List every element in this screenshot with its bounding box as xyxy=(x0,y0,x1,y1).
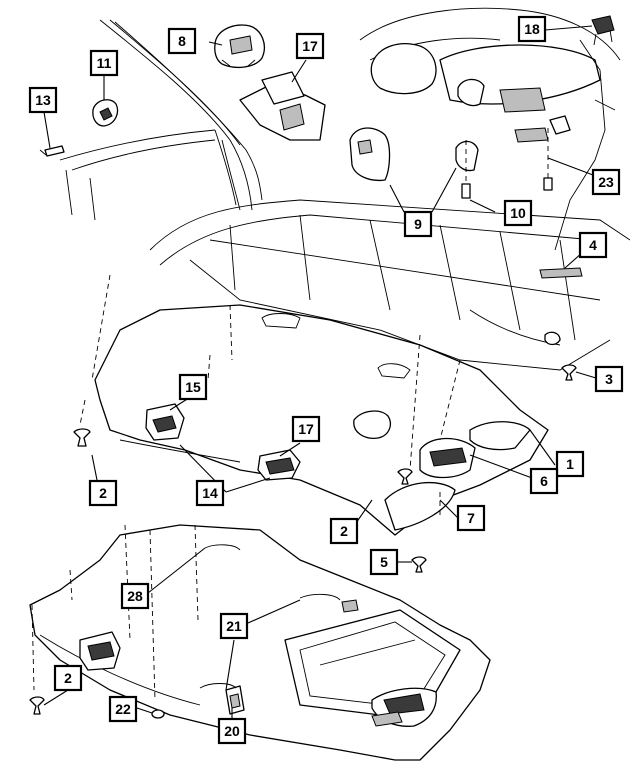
callout-14-label: 14 xyxy=(202,485,218,501)
callout-6-label: 6 xyxy=(540,473,548,489)
callout-7: 7 xyxy=(456,504,486,532)
callout-23: 23 xyxy=(591,168,621,196)
callout-15-right-label: 17 xyxy=(298,421,314,437)
clip-part-18 xyxy=(591,15,615,46)
callout-22-label: 22 xyxy=(115,701,131,717)
callout-17: 17 xyxy=(295,32,325,60)
callout-20-label: 20 xyxy=(224,723,240,739)
callout-20: 20 xyxy=(217,717,247,745)
callout-5-label: 5 xyxy=(380,554,388,570)
clip-part-11 xyxy=(92,99,119,127)
callout-3-label: 3 xyxy=(605,371,613,387)
bracket-part-17 xyxy=(239,71,326,141)
headliner-upper xyxy=(94,304,549,536)
callout-11-label: 11 xyxy=(97,55,112,71)
callout-18-label: 18 xyxy=(524,21,540,37)
pushpins-upper xyxy=(73,364,577,573)
callout-2-bottom: 2 xyxy=(53,664,83,692)
pushpins-lower xyxy=(29,696,165,719)
callout-23-label: 23 xyxy=(598,174,614,190)
callout-28-label: 28 xyxy=(127,588,143,604)
screw-part-13 xyxy=(39,145,65,157)
callout-22: 22 xyxy=(108,695,138,723)
callout-1: 1 xyxy=(555,450,585,478)
callout-3: 3 xyxy=(594,365,624,393)
callout-14: 14 xyxy=(195,479,225,507)
a-pillar-detail xyxy=(59,19,263,221)
callout-11: 11 xyxy=(89,49,119,77)
callout-2-mid: 2 xyxy=(329,517,359,545)
roof-frame xyxy=(149,199,631,371)
callout-15-left-label: 15 xyxy=(185,379,201,395)
locator-lines-upper xyxy=(79,274,461,471)
callout-17-label: 17 xyxy=(302,38,318,54)
callout-28: 28 xyxy=(120,582,150,610)
callout-21-label: 21 xyxy=(226,618,242,634)
callout-9-label: 9 xyxy=(414,216,422,232)
callout-9: 9 xyxy=(403,210,433,238)
callout-6: 6 xyxy=(529,467,559,495)
callout-15-right: 17 xyxy=(291,415,321,443)
callout-7-label: 7 xyxy=(467,510,475,526)
callout-2-left: 2 xyxy=(88,479,118,507)
grab-handle-part-9 xyxy=(349,127,479,182)
screws-top xyxy=(461,128,553,199)
callout-4: 4 xyxy=(578,231,608,259)
callout-2-mid-label: 2 xyxy=(340,523,348,539)
callout-18: 18 xyxy=(517,15,547,43)
locator-lines-lower xyxy=(31,524,199,701)
callout-13-label: 13 xyxy=(35,92,51,108)
visor-console-detail xyxy=(359,7,621,251)
callout-2-left-label: 2 xyxy=(99,485,107,501)
callout-21: 21 xyxy=(219,612,249,640)
callout-8: 8 xyxy=(167,27,197,55)
callout-13: 13 xyxy=(28,86,58,114)
handle-part-8 xyxy=(214,24,265,69)
leader-lines xyxy=(43,25,597,718)
callout-4-label: 4 xyxy=(589,237,597,253)
callout-15-left: 15 xyxy=(178,373,208,401)
callout-10-label: 10 xyxy=(510,205,526,221)
callout-8-label: 8 xyxy=(178,33,186,49)
callout-2-bottom-label: 2 xyxy=(64,670,72,686)
callout-10: 10 xyxy=(503,199,533,227)
callout-5: 5 xyxy=(369,548,399,576)
callout-1-label: 1 xyxy=(566,456,574,472)
